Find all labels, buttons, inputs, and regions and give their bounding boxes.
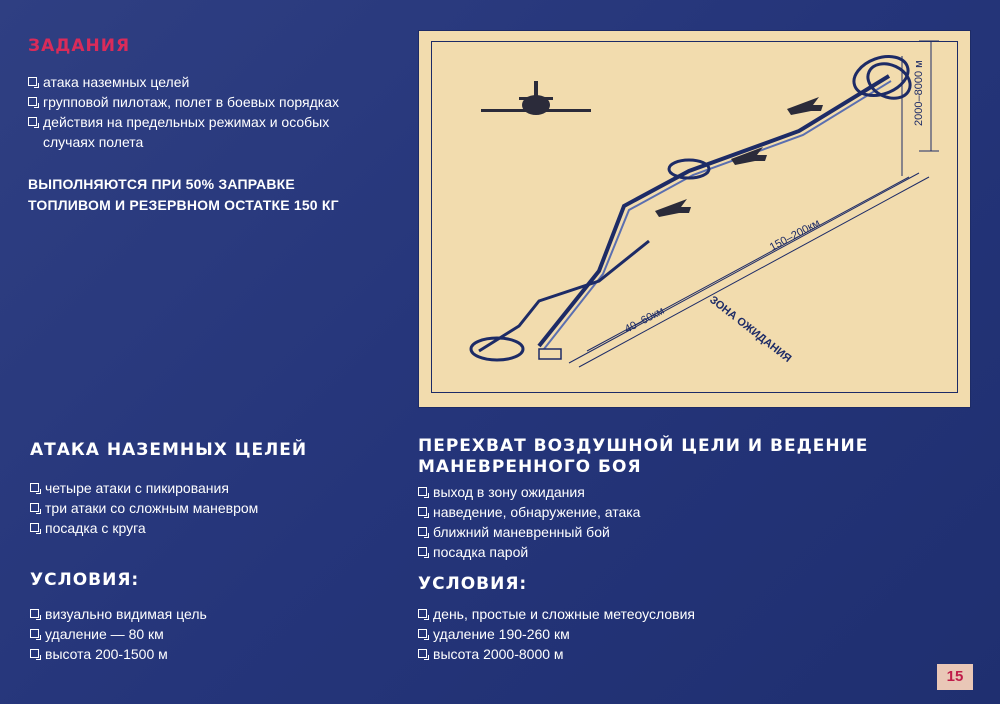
- jet-icon: [655, 199, 691, 217]
- target-marker: [538, 348, 562, 360]
- list-item: четыре атаки с пикирования: [30, 478, 380, 498]
- checkbox-icon: [418, 609, 429, 620]
- checkbox-icon: [30, 609, 41, 620]
- waiting-zone-label: ЗОНА ОЖИДАНИЯ: [707, 294, 793, 365]
- list-item: атака наземных целей: [28, 72, 378, 92]
- landing-circle: [469, 336, 525, 362]
- distance-dimension: [586, 176, 910, 352]
- checkbox-icon: [28, 77, 39, 88]
- tasks-title: ЗАДАНИЯ: [28, 36, 131, 56]
- flight-path-return: [543, 80, 892, 350]
- checkbox-icon: [418, 507, 429, 518]
- intercept-list: выход в зону ожидания наведение, обнаруж…: [418, 482, 798, 562]
- checkbox-icon: [418, 527, 429, 538]
- list-item: высота 2000-8000 м: [418, 644, 818, 664]
- checkbox-icon: [418, 547, 429, 558]
- list-item: визуально видимая цель: [30, 604, 380, 624]
- diagram-frame: [431, 41, 958, 393]
- list-item: ближний маневренный бой: [418, 522, 798, 542]
- checkbox-icon: [28, 117, 39, 128]
- list-item: удаление — 80 км: [30, 624, 380, 644]
- diagram-svg: 2000–8000 м 150–200км 40–60км ЗОНА ОЖИДА…: [469, 40, 939, 368]
- checkbox-icon: [30, 523, 41, 534]
- checkbox-icon: [30, 649, 41, 660]
- checkbox-icon: [30, 483, 41, 494]
- ground-attack-title: АТАКА НАЗЕМНЫХ ЦЕЛЕЙ: [30, 440, 308, 460]
- ground-attack-conditions-title: УСЛОВИЯ:: [30, 570, 140, 590]
- jet-icon: [731, 147, 767, 165]
- flight-diagram: 2000–8000 м 150–200км 40–60км ЗОНА ОЖИДА…: [418, 30, 971, 408]
- intercept-title: ПЕРЕХВАТ ВОЗДУШНОЙ ЦЕЛИ И ВЕДЕНИЕ МАНЕВР…: [418, 436, 869, 477]
- list-item: наведение, обнаружение, атака: [418, 502, 798, 522]
- altitude-label: 2000–8000 м: [913, 60, 925, 126]
- aircraft-front-icon: [481, 81, 591, 115]
- tasks-list: атака наземных целей групповой пилотаж, …: [28, 72, 378, 152]
- checkbox-icon: [28, 97, 39, 108]
- list-item: групповой пилотаж, полет в боевых порядк…: [28, 92, 378, 112]
- checkbox-icon: [30, 503, 41, 514]
- combat-loop: [852, 55, 910, 97]
- list-item: удаление 190-260 км: [418, 624, 818, 644]
- intercept-conditions-title: УСЛОВИЯ:: [418, 574, 528, 594]
- ground-line: [578, 176, 930, 368]
- page-number: 15: [937, 664, 973, 690]
- checkbox-icon: [418, 649, 429, 660]
- intercept-conditions-list: день, простые и сложные метеоусловия уда…: [418, 604, 818, 664]
- checkbox-icon: [30, 629, 41, 640]
- list-item: три атаки со сложным маневром: [30, 498, 380, 518]
- ground-attack-conditions-list: визуально видимая цель удаление — 80 км …: [30, 604, 380, 664]
- waiting-loop: [667, 158, 711, 180]
- checkbox-icon: [418, 487, 429, 498]
- jet-icon: [787, 97, 823, 115]
- combat-loop: [866, 62, 912, 100]
- fuel-note: ВЫПОЛНЯЮТСЯ ПРИ 50% ЗАПРАВКЕ ТОПЛИВОМ И …: [28, 176, 339, 213]
- checkbox-icon: [418, 629, 429, 640]
- approach-path: [478, 239, 650, 353]
- ground-attack-list: четыре атаки с пикирования три атаки со …: [30, 478, 380, 538]
- distance-label: 150–200км: [768, 217, 822, 254]
- ground-line: [568, 172, 920, 364]
- list-item: посадка парой: [418, 542, 798, 562]
- list-item: выход в зону ожидания: [418, 482, 798, 502]
- list-item: высота 200-1500 м: [30, 644, 380, 664]
- list-item: посадка с круга: [30, 518, 380, 538]
- list-item: день, простые и сложные метеоусловия: [418, 604, 818, 624]
- list-item: действия на предельных режимах и особых …: [28, 112, 378, 152]
